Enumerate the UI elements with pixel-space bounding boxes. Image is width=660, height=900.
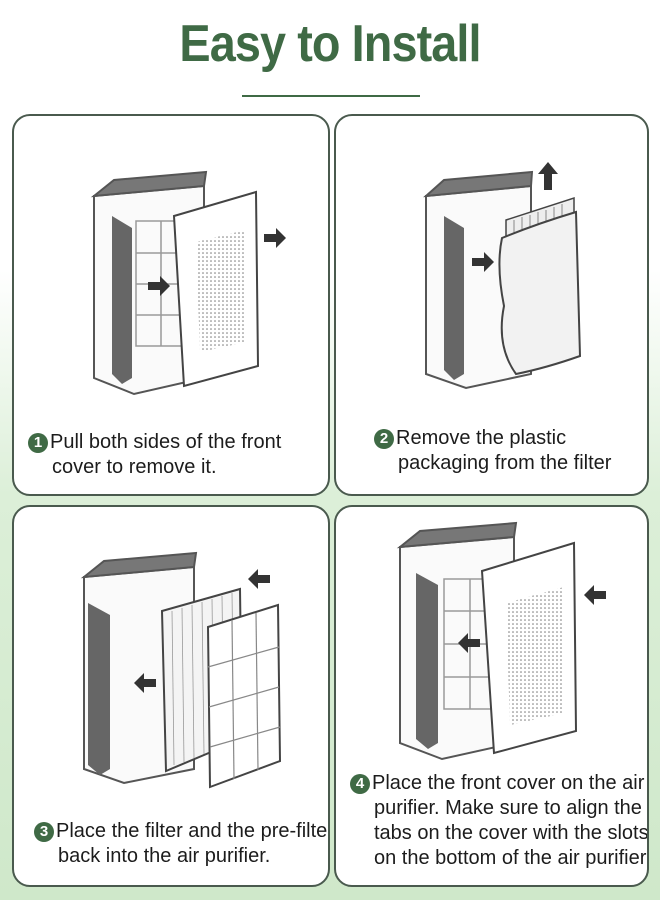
step-number-badge: 4 (350, 774, 370, 794)
arrow-right-icon (148, 276, 170, 296)
replace-cover-illustration (396, 521, 606, 761)
arrow-right-icon (264, 228, 286, 248)
pre-filter-icon (206, 603, 282, 789)
step-number-badge: 1 (28, 433, 48, 453)
plastic-bag-icon (498, 210, 582, 376)
page-title: Easy to Install (179, 15, 481, 73)
front-cover-icon (172, 190, 260, 388)
arrow-left-icon (134, 673, 156, 693)
purifier-remove-cover-illustration (90, 170, 286, 396)
arrow-right-icon (472, 252, 494, 272)
place-filter-illustration (80, 551, 282, 789)
title-divider (242, 95, 420, 97)
remove-packaging-illustration (423, 162, 582, 390)
arrow-left-icon (248, 569, 270, 589)
arrow-up-icon (538, 162, 558, 190)
arrow-left-icon (584, 585, 606, 605)
step-number-badge: 2 (374, 429, 394, 449)
front-cover-icon (480, 541, 578, 755)
arrow-left-icon (458, 633, 480, 653)
step-number-badge: 3 (34, 822, 54, 842)
